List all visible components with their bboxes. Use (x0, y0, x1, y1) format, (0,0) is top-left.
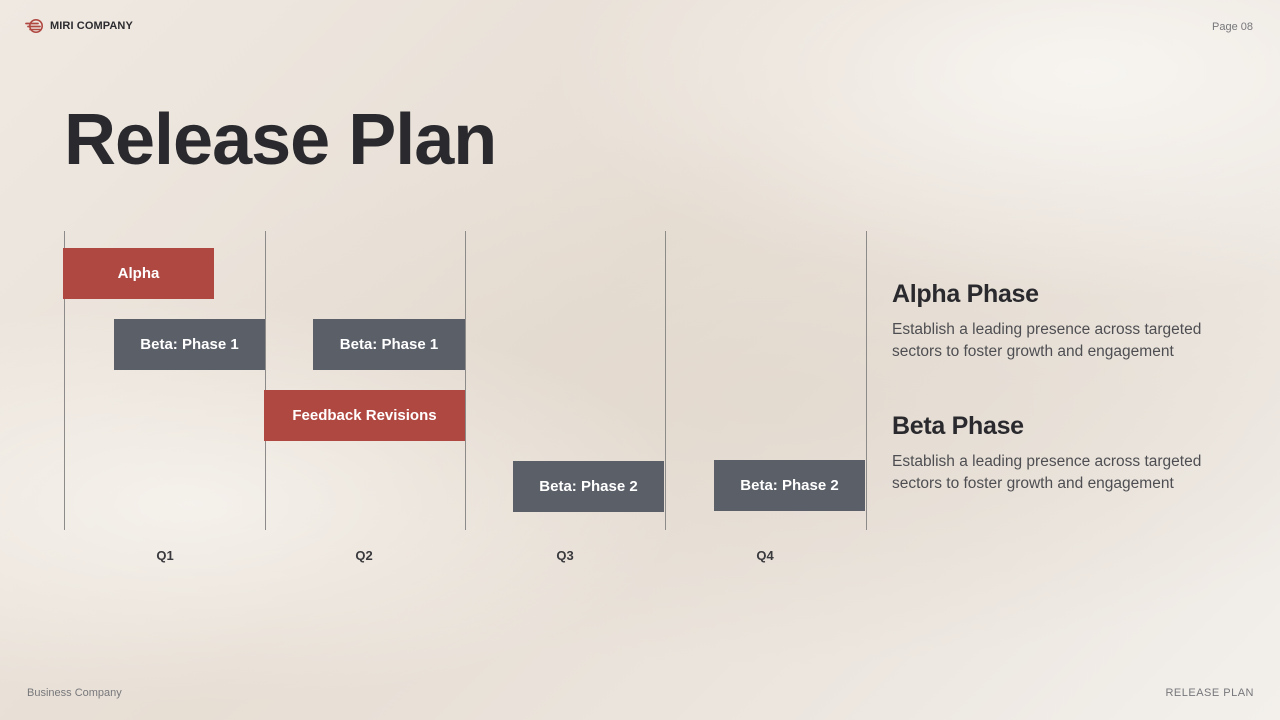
beta-phase-section: Beta Phase Establish a leading presence … (892, 412, 1232, 495)
quarter-divider (465, 231, 466, 530)
timeline-bar-feedback-revisions: Feedback Revisions (264, 390, 465, 441)
quarter-label-q4: Q4 (756, 548, 774, 563)
beta-phase-description: Establish a leading presence across targ… (892, 451, 1232, 495)
brand: MIRI COMPANY (25, 18, 133, 34)
release-timeline: Alpha Beta: Phase 1 Beta: Phase 1 Feedba… (63, 231, 867, 563)
page-title: Release Plan (64, 100, 497, 180)
quarter-divider (265, 231, 266, 530)
beta-phase-title: Beta Phase (892, 412, 1024, 440)
timeline-bar-alpha: Alpha (63, 248, 214, 299)
footer-company-name: Business Company (27, 687, 122, 699)
alpha-phase-description-line: sectors to foster growth and engagement (892, 342, 1174, 360)
quarter-label-q3: Q3 (556, 548, 574, 563)
timeline-bar-beta-phase-1: Beta: Phase 1 (313, 319, 465, 370)
alpha-phase-description: Establish a leading presence across targ… (892, 319, 1232, 363)
footer-section-name: RELEASE PLAN (1165, 687, 1254, 699)
page-number: Page 08 (1212, 21, 1253, 33)
quarter-label-q1: Q1 (156, 548, 174, 563)
alpha-phase-section: Alpha Phase Establish a leading presence… (892, 280, 1232, 363)
beta-phase-description-line: sectors to foster growth and engagement (892, 474, 1174, 492)
quarter-divider (64, 231, 65, 530)
brand-name: MIRI COMPANY (50, 20, 133, 32)
timeline-bar-beta-phase-1: Beta: Phase 1 (114, 319, 265, 370)
quarter-divider (665, 231, 666, 530)
alpha-phase-title: Alpha Phase (892, 280, 1039, 308)
timeline-bar-beta-phase-2: Beta: Phase 2 (513, 461, 664, 512)
quarter-label-q2: Q2 (355, 548, 373, 563)
winged-globe-logo-icon (25, 19, 43, 33)
timeline-bar-beta-phase-2: Beta: Phase 2 (714, 460, 865, 511)
quarter-divider (866, 231, 867, 530)
beta-phase-description-line: Establish a leading presence across targ… (892, 452, 1202, 470)
alpha-phase-description-line: Establish a leading presence across targ… (892, 320, 1202, 338)
